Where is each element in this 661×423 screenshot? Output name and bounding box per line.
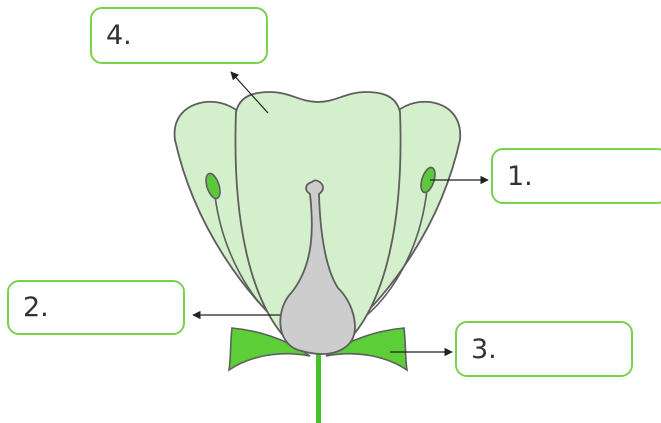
- sepal-right: [325, 327, 409, 372]
- label-ovary-number: 2.: [23, 292, 49, 323]
- anther-right: [420, 166, 436, 194]
- label-box-ovary[interactable]: 2.: [7, 280, 185, 335]
- anther-left: [205, 172, 221, 200]
- label-sepal-number: 3.: [471, 333, 497, 365]
- label-petal-number: 4.: [106, 20, 132, 51]
- sepal-left: [227, 327, 311, 372]
- label-box-sepal[interactable]: 3.: [455, 321, 633, 377]
- stem: [316, 345, 321, 423]
- arrow-to-petal: [230, 71, 269, 114]
- label-box-anther[interactable]: 1.: [491, 148, 661, 204]
- pistil: [279, 179, 356, 355]
- label-box-petal[interactable]: 4.: [90, 7, 268, 64]
- label-anther-number: 1.: [507, 160, 533, 192]
